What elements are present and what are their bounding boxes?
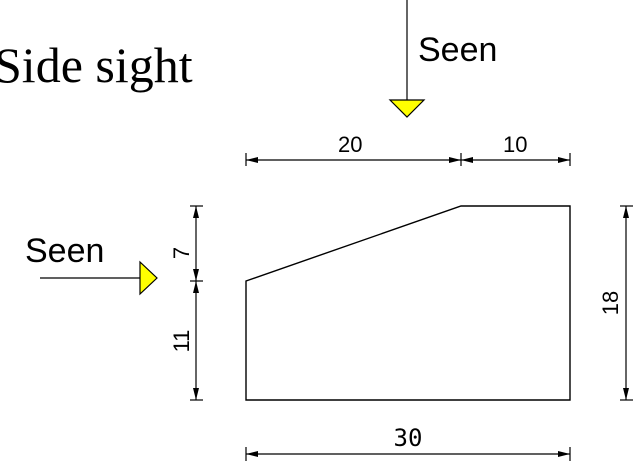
view-arrow-left: Seen: [25, 232, 158, 296]
dim-arrow-icon: [461, 157, 473, 163]
dim-arrow-icon: [193, 269, 199, 281]
dimension-top: 20 10: [245, 132, 571, 166]
dim-label-right-total: 18: [598, 291, 623, 315]
dim-arrow-icon: [193, 388, 199, 400]
dim-label-left-lower: 11: [169, 330, 194, 353]
dim-arrow-icon: [449, 157, 461, 163]
dimension-left: 7 11: [169, 205, 203, 401]
dimension-bottom: 30: [245, 424, 571, 461]
view-marker-left-triangle-icon: [139, 260, 158, 296]
page-title: Side sight: [0, 37, 193, 93]
dim-arrow-icon: [193, 281, 199, 293]
dim-label-bottom-total: 30: [394, 424, 423, 452]
dim-arrow-icon: [558, 451, 570, 457]
part-outline: [245, 205, 571, 401]
view-label-top: Seen: [418, 31, 497, 69]
dim-arrow-icon: [246, 451, 258, 457]
dimension-right: 18: [598, 205, 633, 401]
dim-arrow-icon: [623, 206, 629, 218]
dim-arrow-icon: [558, 157, 570, 163]
dim-label-top-left: 20: [338, 132, 362, 157]
dim-arrow-icon: [623, 388, 629, 400]
dim-label-left-upper: 7: [169, 247, 194, 259]
dim-arrow-icon: [246, 157, 258, 163]
view-label-left: Seen: [25, 232, 104, 270]
dim-label-top-right: 10: [503, 132, 527, 157]
view-marker-top-triangle-icon: [388, 99, 426, 118]
view-arrow-top: Seen: [388, 0, 497, 118]
dim-arrow-icon: [193, 206, 199, 218]
